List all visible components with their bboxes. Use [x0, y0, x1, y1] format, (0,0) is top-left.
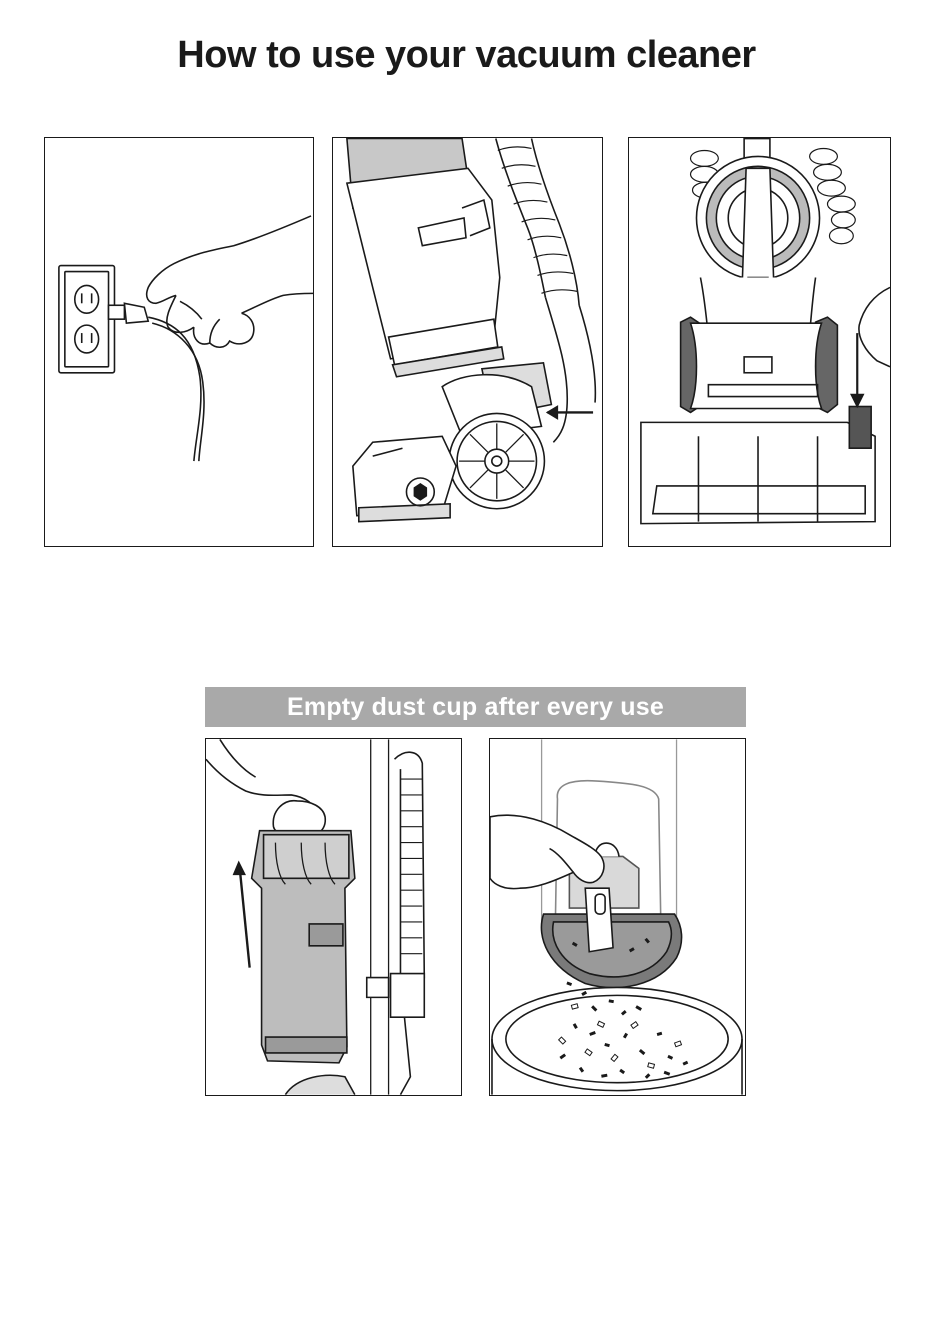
- illustration-hose-connection: [332, 137, 603, 547]
- section-banner: Empty dust cup after every use: [205, 687, 746, 727]
- illustration-remove-dust-cup: [205, 738, 462, 1096]
- illustration-pedal-release: [628, 137, 891, 547]
- lift-arrow-icon: [206, 739, 461, 1095]
- illustration-empty-dust-cup: [489, 738, 746, 1096]
- illustration-plug-in: [44, 137, 314, 547]
- foot-pedal-arrow-icon: [629, 138, 890, 546]
- page-title: How to use your vacuum cleaner: [0, 34, 933, 77]
- trash-bin-icon: [490, 739, 745, 1095]
- power-plug-outlet-icon: [45, 138, 313, 546]
- hose-arrow-icon: [333, 138, 602, 546]
